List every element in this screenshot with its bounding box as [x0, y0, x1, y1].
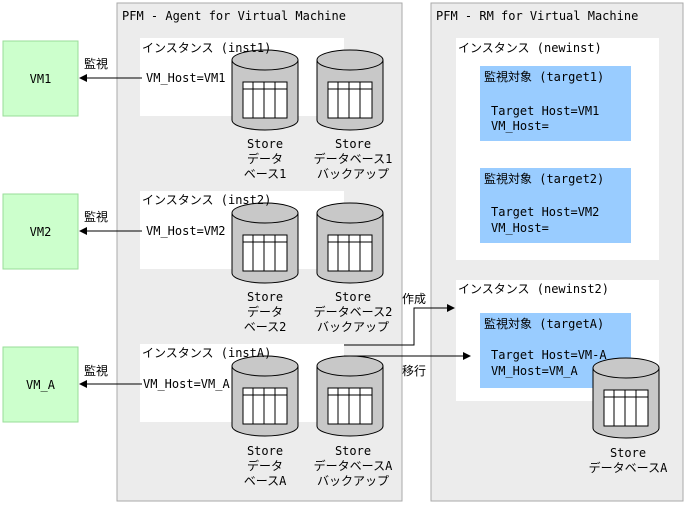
agent-instance-title-3: インスタンス (instA)	[142, 346, 272, 360]
store-backup-label-1: Store データベース1 バックアップ	[300, 137, 406, 182]
target-vmhost-1: VM_Host=	[491, 119, 549, 133]
store-db-label-1: Store データ ベース1	[232, 137, 298, 182]
monitor-label-2: 監視	[84, 210, 109, 224]
create-label: 作成	[402, 292, 427, 306]
store-backup-label-2: Store データベース2 バックアップ	[300, 290, 406, 335]
store-backup-label-2-line3: バックアップ	[316, 320, 389, 334]
store-db-label-1-line1: Store	[246, 137, 284, 151]
store-backup-label-1-line1: Store	[334, 137, 372, 151]
rm-instance-title-2: インスタンス (newinst2)	[458, 282, 609, 296]
target-vmhost-2: VM_Host=	[491, 221, 549, 235]
store-db-cylinder-2	[231, 202, 299, 284]
store-db-label-3: Store データ ベースA	[232, 444, 298, 489]
store-db-label-3-line1: Store	[246, 444, 284, 458]
store-db-label-2-line3: ベース2	[243, 320, 287, 334]
target-title-2: 監視対象 (target2)	[484, 172, 605, 186]
store-db-label-1-line2: データ	[246, 152, 283, 166]
store-db-label-1-line3: ベース1	[243, 167, 287, 181]
target-host-A: Target Host=VM-A	[491, 348, 607, 362]
agent-instance-title-1: インスタンス (inst1)	[142, 41, 272, 55]
target-box-2	[480, 168, 631, 243]
store-db-label-2-line1: Store	[246, 290, 284, 304]
store-backup-label-1-line2: データベース1	[313, 152, 393, 166]
store-db-label-3-line3: ベースA	[243, 474, 287, 488]
store-backup-label-3-line3: バックアップ	[316, 474, 389, 488]
vm-name-3: VM_A	[26, 378, 55, 392]
host-label-1: VM_Host=VM1	[146, 71, 226, 85]
target-title-A: 監視対象 (targetA)	[484, 317, 605, 331]
store-backup-label-3: Store データベースA バックアップ	[300, 444, 406, 489]
rm-store-db-cylinder	[592, 357, 660, 439]
store-db-label-3-line2: データ	[246, 459, 283, 473]
rm-panel-title: PFM - RM for Virtual Machine	[436, 9, 639, 23]
target-vmhost-A: VM_Host=VM_A	[491, 364, 578, 378]
host-label-3: VM_Host=VM_A	[143, 377, 230, 391]
store-db-cylinder-1	[231, 49, 299, 131]
rm-instance-title-1: インスタンス (newinst)	[458, 41, 602, 55]
create-arrow	[344, 304, 455, 346]
vm-box-2	[2, 193, 79, 270]
rm-store-db-label-line2: データベースA	[588, 461, 668, 475]
store-backup-label-2-line1: Store	[334, 290, 372, 304]
store-db-label-2-line2: データ	[246, 305, 283, 319]
store-backup-label-3-line2: データベースA	[313, 459, 393, 473]
target-host-2: Target Host=VM2	[491, 205, 600, 219]
rm-store-db-label-line1: Store	[609, 446, 647, 460]
target-host-1: Target Host=VM1	[491, 104, 600, 118]
store-backup-label-3-line1: Store	[334, 444, 372, 458]
store-backup-label-1-line3: バックアップ	[316, 167, 389, 181]
monitor-label-3: 監視	[84, 364, 109, 378]
vm-box-1	[2, 40, 79, 117]
rm-store-db-label: Store データベースA	[574, 446, 682, 476]
store-db-label-2: Store データ ベース2	[232, 290, 298, 335]
vm-name-1: VM1	[29, 72, 52, 86]
store-backup-label-2-line2: データベース2	[313, 305, 393, 319]
vm-name-2: VM2	[29, 225, 52, 239]
agent-panel-title: PFM - Agent for Virtual Machine	[122, 9, 346, 23]
store-backup-cylinder-3	[316, 355, 384, 437]
agent-instance-title-2: インスタンス (inst2)	[142, 193, 272, 207]
vm-box-3	[2, 346, 79, 423]
monitor-label-1: 監視	[84, 57, 109, 71]
host-label-2: VM_Host=VM2	[146, 224, 226, 238]
target-box-1	[480, 66, 631, 141]
store-backup-cylinder-1	[316, 49, 384, 131]
migrate-label: 移行	[402, 364, 427, 378]
target-title-1: 監視対象 (target1)	[484, 70, 605, 84]
store-backup-cylinder-2	[316, 202, 384, 284]
store-db-cylinder-3	[231, 355, 299, 437]
